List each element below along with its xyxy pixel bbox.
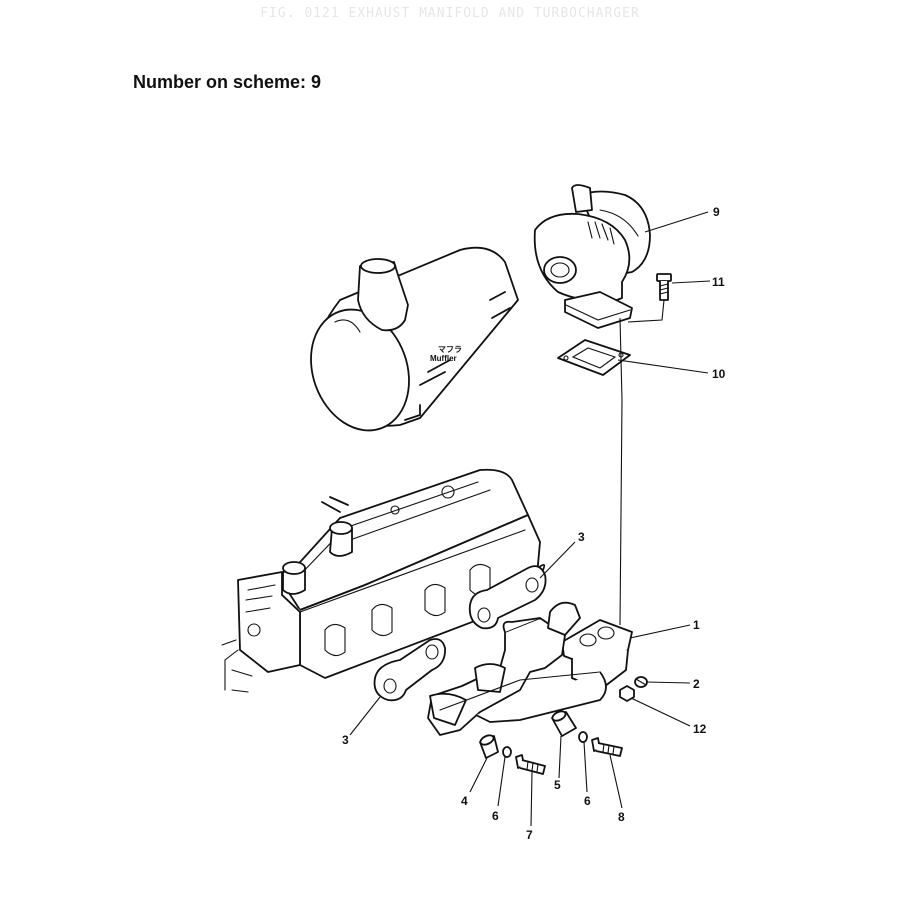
leader-3-upper: [539, 541, 576, 579]
spacer-5: [551, 710, 577, 737]
leader-7: [530, 771, 533, 827]
callout-6-left: 6: [492, 809, 499, 823]
bolt-11: [627, 273, 672, 323]
callout-12: 12: [693, 722, 707, 736]
spacer-4: [479, 734, 499, 759]
figure-header: FIG. 0121 EXHAUST MANIFOLD AND TURBOCHAR…: [260, 6, 640, 21]
washer-6-right: [578, 731, 588, 743]
scheme-number-label: Number on scheme: 9: [133, 72, 322, 92]
callout-7: 7: [526, 828, 533, 842]
callout-6-right: 6: [584, 794, 591, 808]
callout-11: 11: [712, 275, 725, 289]
leader-10: [617, 359, 709, 374]
leader-5: [558, 735, 562, 779]
leader-12: [630, 697, 691, 727]
muffler-text: Muffler: [430, 354, 457, 363]
callout-1: 1: [693, 618, 700, 632]
leader-1: [629, 624, 691, 639]
callout-8: 8: [618, 810, 625, 824]
callout-3-upper: 3: [578, 530, 585, 544]
nut-12: [619, 685, 635, 702]
bolt-7: [515, 754, 546, 775]
leader-3-lower: [349, 696, 381, 736]
turbocharger: [533, 184, 651, 329]
manifold-gasket-upper: [468, 563, 547, 630]
leader-4: [469, 757, 488, 793]
callout-10: 10: [712, 367, 726, 381]
leader-6-left: [497, 756, 506, 807]
leader-6-right: [583, 741, 588, 793]
washer-6-left: [502, 746, 512, 758]
manifold-gasket-lower: [373, 638, 446, 702]
callout-5: 5: [554, 778, 561, 792]
callout-2: 2: [693, 677, 700, 691]
leader-2: [645, 681, 691, 684]
engine-block: [221, 468, 541, 693]
gasket-10: [557, 339, 631, 376]
assembly-line: [619, 317, 623, 626]
leader-9: [644, 211, 709, 233]
exhaust-manifold: [427, 601, 633, 736]
leader-8: [609, 754, 623, 809]
callout-3-lower: 3: [342, 733, 349, 747]
nut-2: [634, 676, 648, 688]
muffler: マフラ Muffler: [310, 246, 519, 432]
muffler-jp-text: マフラ: [438, 345, 462, 354]
bolt-8: [591, 737, 623, 757]
leader-11: [671, 280, 711, 284]
callout-4: 4: [461, 794, 468, 808]
callout-9: 9: [713, 205, 720, 219]
